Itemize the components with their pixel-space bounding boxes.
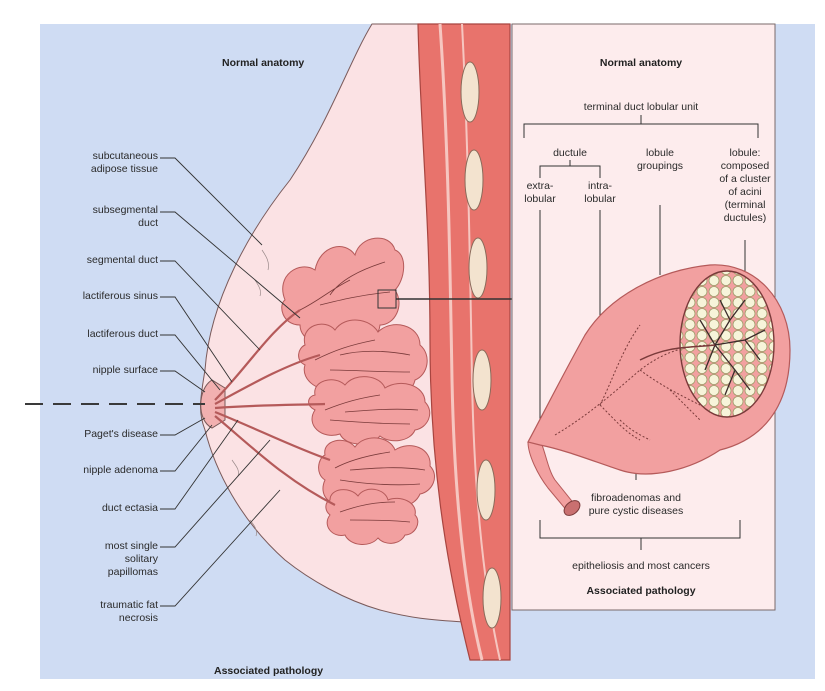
label-ductule: ductule [540, 147, 600, 160]
rib [465, 150, 483, 210]
label-pagets-disease: Paget's disease [84, 428, 158, 441]
rib [473, 350, 491, 410]
label-subcutaneous-adipose: subcutaneous adipose tissue [91, 150, 158, 176]
right-heading: Normal anatomy [591, 57, 691, 70]
label-lactiferous-duct: lactiferous duct [87, 328, 158, 341]
label-subsegmental-duct: subsegmental duct [93, 204, 158, 230]
label-segmental-duct: segmental duct [87, 254, 158, 267]
label-duct-ectasia: duct ectasia [102, 502, 158, 515]
label-single-papillomas: most single solitary papillomas [105, 540, 158, 579]
label-lactiferous-sinus: lactiferous sinus [83, 290, 158, 303]
label-epitheliosis: epitheliosis and most cancers [561, 560, 721, 573]
rib [483, 568, 501, 628]
label-traumatic-fat-necrosis: traumatic fat necrosis [100, 599, 158, 625]
rib [461, 62, 479, 122]
label-intralobular: intra- lobular [578, 180, 622, 206]
left-heading: Normal anatomy [222, 57, 304, 70]
label-nipple-adenoma: nipple adenoma [83, 464, 158, 477]
right-footer: Associated pathology [581, 585, 701, 598]
label-extralobular: extra- lobular [518, 180, 562, 206]
rib [469, 238, 487, 298]
label-lobule-groupings: lobule groupings [630, 147, 690, 173]
label-tdlu: terminal duct lobular unit [571, 101, 711, 114]
acini-cluster [680, 271, 774, 417]
label-nipple-surface: nipple surface [93, 364, 158, 377]
label-fibroadenomas: fibroadenomas and pure cystic diseases [576, 492, 696, 518]
left-footer: Associated pathology [214, 665, 323, 678]
rib [477, 460, 495, 520]
label-lobule-composed: lobule: composed of a cluster of acini (… [705, 147, 785, 225]
